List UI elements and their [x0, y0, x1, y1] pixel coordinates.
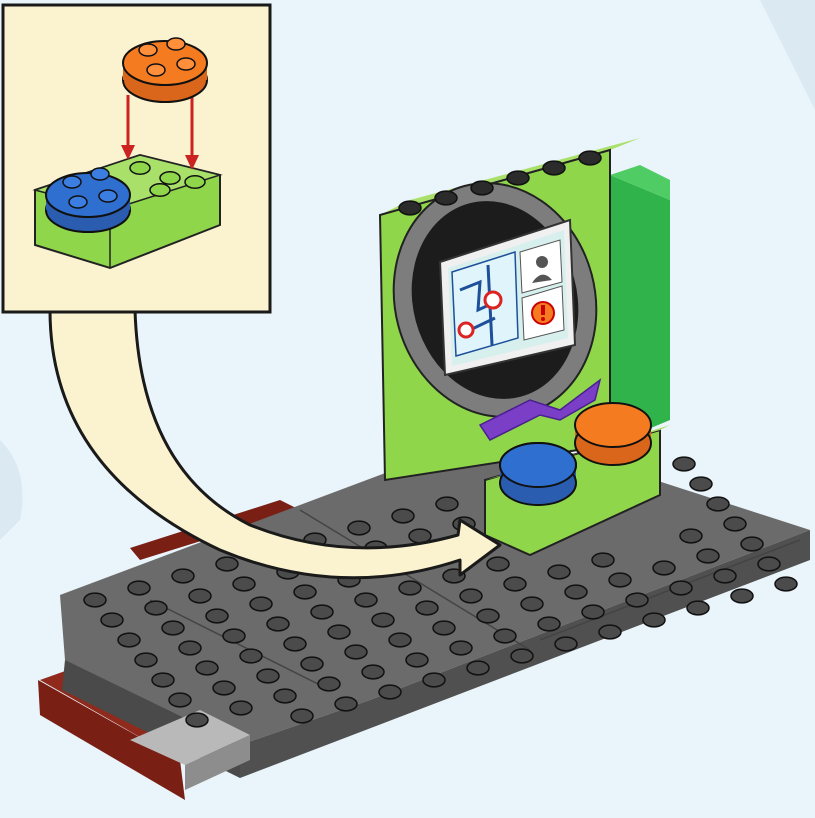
baseplate-stud — [355, 593, 377, 607]
baseplate-stud — [274, 689, 296, 703]
baseplate-stud — [169, 693, 191, 707]
callout-brick-stud — [130, 162, 150, 174]
baseplate-stud — [291, 709, 313, 723]
baseplate-stud — [335, 697, 357, 711]
baseplate-stud — [399, 581, 421, 595]
baseplate-stud — [494, 629, 516, 643]
baseplate-stud — [301, 657, 323, 671]
baseplate-stud — [775, 577, 797, 591]
baseplate-stud — [240, 649, 262, 663]
baseplate-stud — [186, 713, 208, 727]
baseplate-stud — [311, 605, 333, 619]
baseplate-stud — [152, 673, 174, 687]
baseplate-stud — [724, 517, 746, 531]
baseplate-stud — [345, 645, 367, 659]
callout-brick-stud — [150, 184, 170, 196]
baseplate-stud — [318, 677, 340, 691]
baseplate-stud — [609, 573, 631, 587]
baseplate-stud — [392, 509, 414, 523]
baseplate-stud — [433, 621, 455, 635]
baseplate-stud — [416, 601, 438, 615]
baseplate-stud — [101, 613, 123, 627]
callout-brick-stud — [185, 176, 205, 188]
baseplate-stud — [328, 625, 350, 639]
baseplate-stud — [389, 633, 411, 647]
baseplate-stud — [599, 625, 621, 639]
baseplate-stud — [348, 521, 370, 535]
wall-stud — [579, 151, 601, 165]
baseplate-stud — [213, 681, 235, 695]
baseplate-stud — [145, 601, 167, 615]
baseplate-stud — [162, 621, 184, 635]
baseplate-stud — [714, 569, 736, 583]
baseplate-stud — [233, 577, 255, 591]
baseplate-stud — [284, 637, 306, 651]
baseplate-stud — [731, 589, 753, 603]
wall-stud — [543, 161, 565, 175]
baseplate-stud — [406, 653, 428, 667]
baseplate-stud — [582, 605, 604, 619]
baseplate-stud — [257, 669, 279, 683]
baseplate-stud — [653, 561, 675, 575]
baseplate-stud — [230, 701, 252, 715]
baseplate-stud — [84, 593, 106, 607]
baseplate-stud — [643, 613, 665, 627]
baseplate-stud — [511, 649, 533, 663]
baseplate-stud — [216, 557, 238, 571]
baseplate-stud — [592, 553, 614, 567]
baseplate-stud — [294, 585, 316, 599]
baseplate-stud — [172, 569, 194, 583]
callout-brick-stud — [160, 172, 180, 184]
baseplate-stud — [379, 685, 401, 699]
baseplate-stud — [707, 497, 729, 511]
wall-stud — [435, 191, 457, 205]
baseplate-stud — [436, 497, 458, 511]
baseplate-stud — [467, 661, 489, 675]
baseplate-stud — [555, 637, 577, 651]
baseplate-stud — [504, 577, 526, 591]
baseplate-stud — [477, 609, 499, 623]
baseplate-stud — [697, 549, 719, 563]
wall-stud — [471, 181, 493, 195]
baseplate-stud — [362, 665, 384, 679]
baseplate-stud — [372, 613, 394, 627]
baseplate-stud — [626, 593, 648, 607]
baseplate-stud — [189, 589, 211, 603]
baseplate-stud — [548, 565, 570, 579]
baseplate-stud — [680, 529, 702, 543]
baseplate-stud — [223, 629, 245, 643]
wall-stud — [507, 171, 529, 185]
baseplate-stud — [196, 661, 218, 675]
baseplate-stud — [179, 641, 201, 655]
baseplate-stud — [521, 597, 543, 611]
baseplate-stud — [118, 633, 140, 647]
baseplate-stud — [687, 601, 709, 615]
baseplate-stud — [135, 653, 157, 667]
baseplate-stud — [487, 557, 509, 571]
baseplate-stud — [206, 609, 228, 623]
baseplate-stud — [267, 617, 289, 631]
baseplate-stud — [670, 581, 692, 595]
baseplate-stud — [690, 477, 712, 491]
baseplate-stud — [741, 537, 763, 551]
orange-plate-part — [123, 38, 207, 102]
wall-stud — [399, 201, 421, 215]
baseplate-stud — [565, 585, 587, 599]
baseplate-stud — [460, 589, 482, 603]
baseplate-stud — [450, 641, 472, 655]
baseplate-stud — [538, 617, 560, 631]
baseplate-stud — [423, 673, 445, 687]
baseplate-stud — [758, 557, 780, 571]
baseplate-stud — [128, 581, 150, 595]
baseplate-stud — [673, 457, 695, 471]
baseplate-stud — [250, 597, 272, 611]
